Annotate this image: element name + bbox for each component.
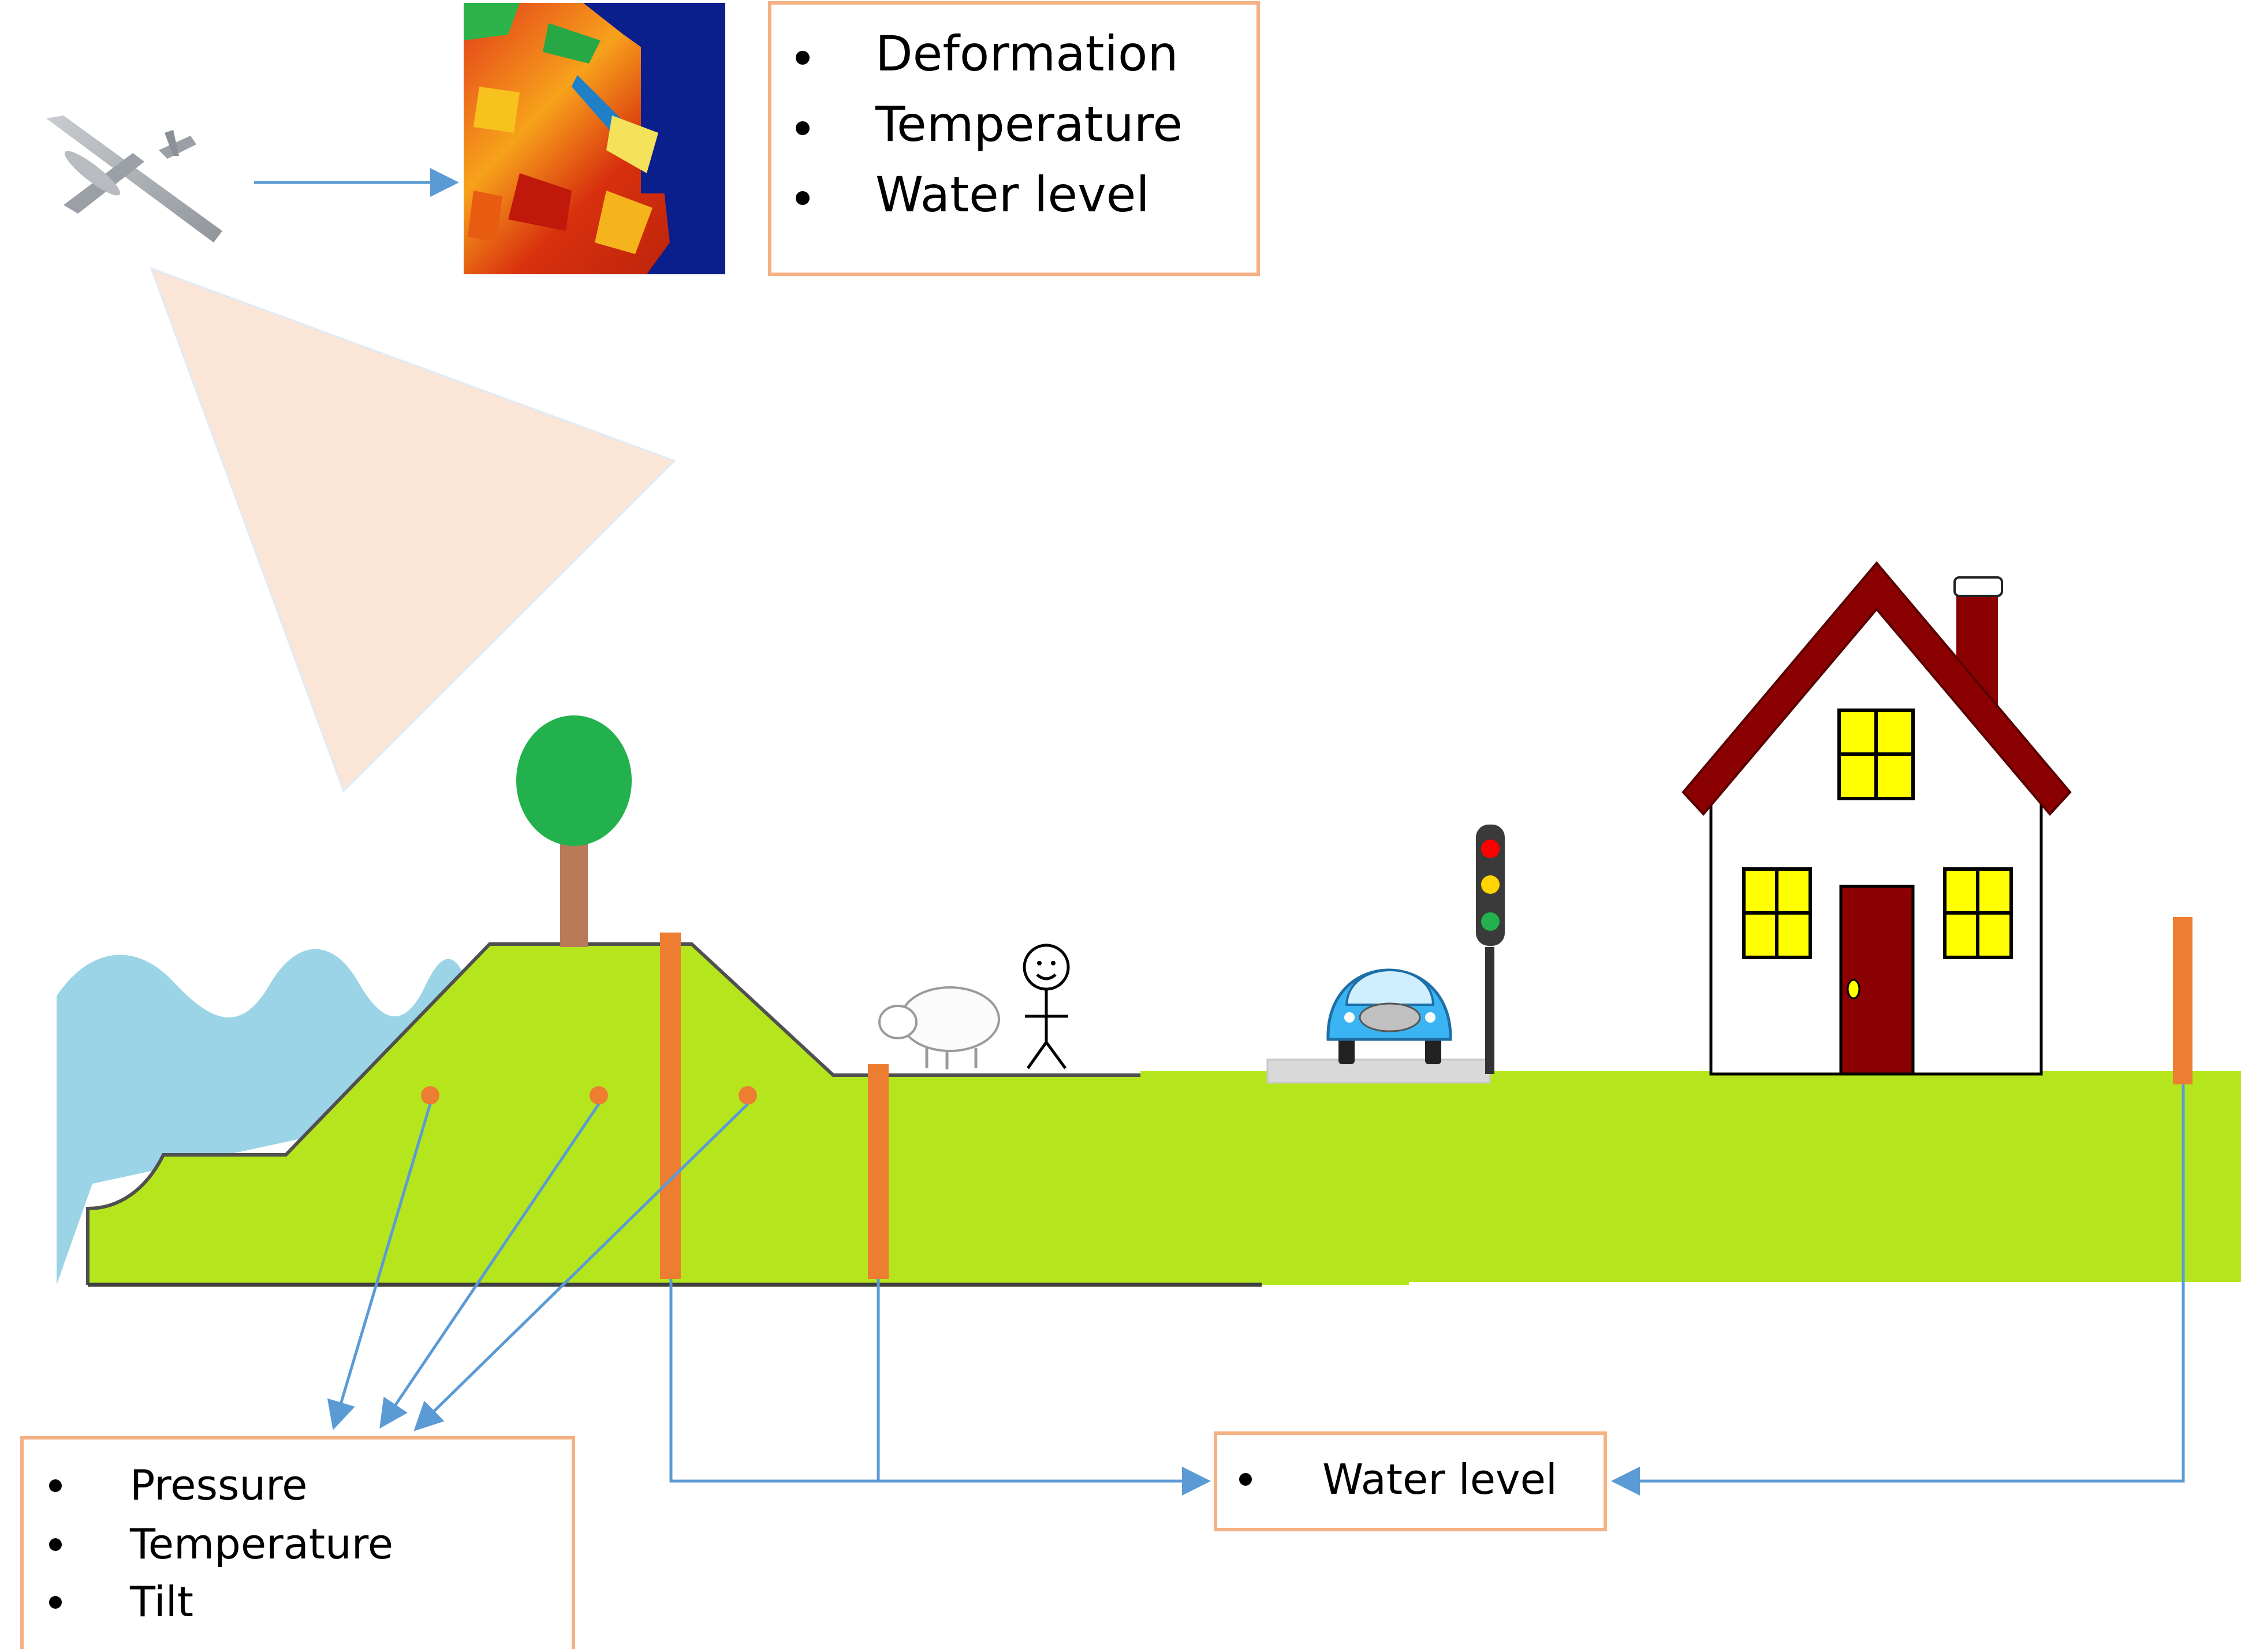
remote-sensing-item: Water level xyxy=(875,166,1150,223)
land-area xyxy=(1140,1071,2241,1282)
remote-sensing-box: Deformation Temperature Water level xyxy=(768,1,1260,276)
window xyxy=(1837,708,1915,800)
water-level-sensor-pole xyxy=(660,933,681,1279)
bullet-icon xyxy=(49,1596,62,1609)
bullet-icon xyxy=(1239,1473,1252,1486)
stick-figure-icon xyxy=(1023,944,1070,1069)
road-pad xyxy=(1266,1058,1491,1084)
dike xyxy=(88,944,1409,1285)
bullet-icon xyxy=(796,51,810,65)
water-area xyxy=(57,949,473,1285)
pressure-sensor xyxy=(421,1086,439,1105)
pressure-sensor xyxy=(739,1086,757,1105)
water-level-item: Water level xyxy=(1322,1455,1557,1504)
remote-sensing-item: Deformation xyxy=(875,25,1179,82)
bullet-icon xyxy=(49,1538,62,1551)
pressure-sensor xyxy=(590,1086,608,1105)
window xyxy=(1943,867,2013,959)
water-level-arrows xyxy=(669,1084,2185,1496)
satellite-map-image xyxy=(464,3,725,274)
dike-outline xyxy=(86,942,1140,1285)
bullet-icon xyxy=(796,191,810,205)
sensor-field-of-view xyxy=(150,267,676,793)
car-icon xyxy=(1326,968,1452,1064)
bullet-icon xyxy=(49,1479,62,1492)
traffic-light-icon xyxy=(1476,825,1505,1074)
sheep-icon xyxy=(878,986,1000,1069)
bullet-icon xyxy=(796,121,810,135)
dike-sensor-item: Tilt xyxy=(129,1578,193,1626)
dike-sensor-item: Temperature xyxy=(129,1520,393,1568)
water-level-sensor-pole xyxy=(2173,917,2192,1084)
dike-sensor-box: Pressure Temperature Tilt xyxy=(20,1436,575,1652)
remote-sensing-item: Temperature xyxy=(875,96,1183,152)
airplane-icon xyxy=(46,115,222,243)
house-icon xyxy=(1681,561,2072,1076)
water-level-box: Water level xyxy=(1214,1431,1607,1531)
sensor-arrows xyxy=(327,1103,749,1431)
window xyxy=(1742,867,1812,959)
dike-sensor-item: Pressure xyxy=(130,1461,307,1509)
water-level-sensor-pole xyxy=(868,1064,889,1279)
tree-icon xyxy=(516,715,632,947)
